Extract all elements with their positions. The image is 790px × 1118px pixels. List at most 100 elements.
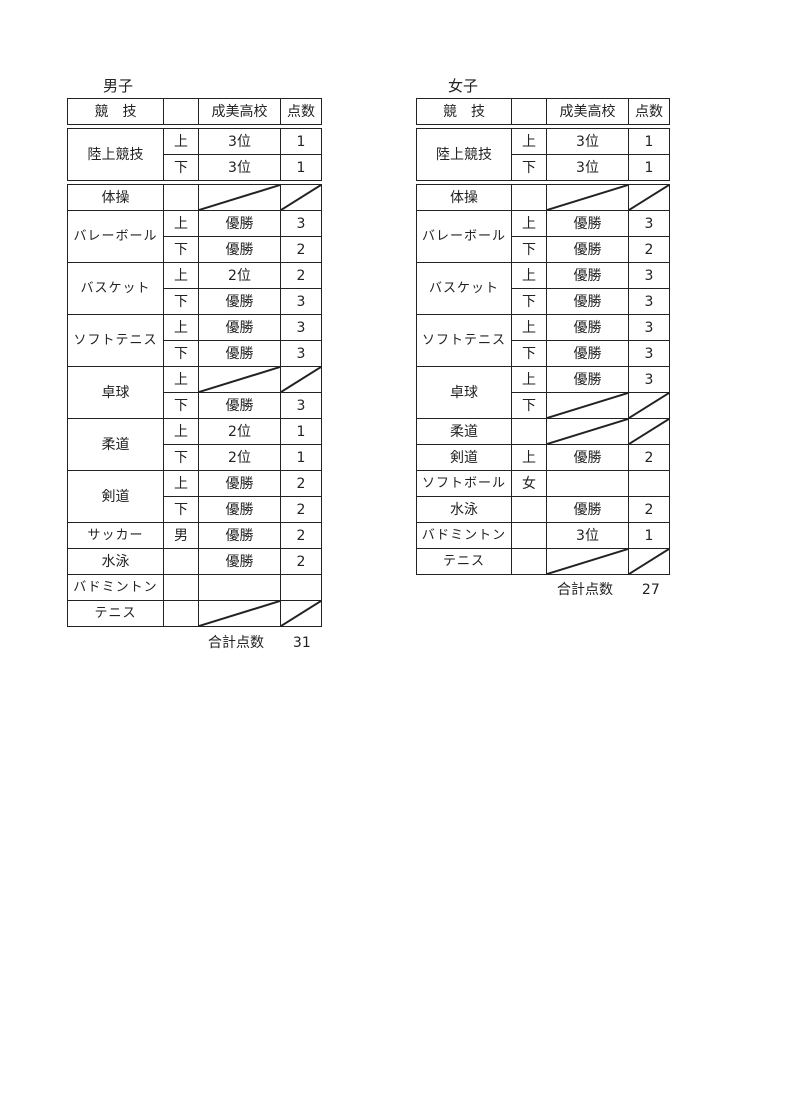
sport-name: 柔道 bbox=[416, 418, 512, 445]
points-cell: 2 bbox=[628, 236, 670, 263]
table-row: バスケット 上 優勝 3 bbox=[416, 262, 670, 315]
result-cell: 優勝 bbox=[198, 210, 281, 237]
sport-name: 陸上競技 bbox=[67, 128, 164, 181]
points-cell bbox=[628, 470, 670, 497]
division-cell: 上 bbox=[163, 210, 199, 237]
points-cell: 3 bbox=[628, 210, 670, 237]
sport-name: 卓球 bbox=[67, 366, 164, 419]
table-row: 水泳 優勝 2 bbox=[416, 496, 670, 523]
points-cell: 1 bbox=[628, 154, 670, 181]
division-cell: 上 bbox=[511, 210, 547, 237]
header-sport: 競 技 bbox=[416, 98, 512, 125]
division-cell: 下 bbox=[163, 496, 199, 523]
table-row: 陸上競技 上 3位 1 bbox=[416, 128, 670, 181]
points-cell: 3 bbox=[628, 288, 670, 315]
empty-slash-cell bbox=[198, 600, 281, 627]
table-row: ソフトテニス 上 優勝 3 bbox=[416, 314, 670, 367]
points-cell: 1 bbox=[280, 444, 322, 471]
points-cell: 3 bbox=[280, 288, 322, 315]
division-cell: 下 bbox=[163, 444, 199, 471]
division-cell bbox=[163, 574, 199, 601]
sport-name: 剣道 bbox=[416, 444, 512, 471]
points-cell: 1 bbox=[280, 418, 322, 445]
result-cell: 優勝 bbox=[198, 470, 281, 497]
empty-slash-cell bbox=[628, 548, 670, 575]
table-row: バドミントン bbox=[67, 574, 322, 601]
table-row: 陸上競技 上 3位 1 bbox=[67, 128, 322, 181]
empty-slash-cell bbox=[628, 184, 670, 211]
result-cell bbox=[546, 470, 629, 497]
division-cell bbox=[511, 522, 547, 549]
table-row: 柔道 上 2位 1 bbox=[67, 418, 322, 471]
points-cell: 2 bbox=[280, 496, 322, 523]
table-row: 体操 bbox=[416, 184, 670, 211]
result-cell: 2位 bbox=[198, 418, 281, 445]
division-cell: 上 bbox=[163, 314, 199, 341]
sport-name: バドミントン bbox=[67, 574, 164, 601]
sport-name: ソフトテニス bbox=[416, 314, 512, 367]
points-cell: 3 bbox=[628, 314, 670, 341]
empty-slash-cell bbox=[546, 548, 629, 575]
sport-name: 体操 bbox=[67, 184, 164, 211]
table-row: 下 優勝 3 bbox=[417, 340, 670, 367]
result-cell: 2位 bbox=[198, 262, 281, 289]
boys-title: 男子 bbox=[103, 77, 134, 95]
result-cell: 優勝 bbox=[198, 288, 281, 315]
table-row: 下 3位 1 bbox=[68, 154, 322, 181]
header-school: 成美高校 bbox=[546, 98, 629, 125]
division-cell: 上 bbox=[511, 366, 547, 393]
division-cell: 下 bbox=[511, 340, 547, 367]
sport-name: テニス bbox=[416, 548, 512, 575]
table-row: サッカー 男 優勝 2 bbox=[67, 522, 322, 549]
sport-name: サッカー bbox=[67, 522, 164, 549]
division-cell bbox=[163, 600, 199, 627]
division-cell: 下 bbox=[511, 154, 547, 181]
table-row: 下 優勝 3 bbox=[417, 288, 670, 315]
result-cell: 優勝 bbox=[546, 210, 629, 237]
result-cell: 優勝 bbox=[198, 522, 281, 549]
points-cell: 1 bbox=[628, 128, 670, 155]
table-row: バレーボール 上 優勝 3 bbox=[416, 210, 670, 263]
points-cell: 2 bbox=[628, 496, 670, 523]
result-cell: 優勝 bbox=[198, 236, 281, 263]
points-cell: 3 bbox=[280, 210, 322, 237]
result-cell: 優勝 bbox=[546, 288, 629, 315]
empty-slash-cell bbox=[546, 392, 629, 419]
girls-total: 合計点数 27 bbox=[557, 581, 660, 599]
result-cell: 3位 bbox=[546, 522, 629, 549]
header-division bbox=[511, 98, 547, 125]
result-cell: 優勝 bbox=[546, 262, 629, 289]
division-cell: 下 bbox=[511, 288, 547, 315]
sport-name: 水泳 bbox=[67, 548, 164, 575]
empty-slash-cell bbox=[628, 392, 670, 419]
header-points: 点数 bbox=[280, 98, 322, 125]
points-cell: 2 bbox=[280, 548, 322, 575]
table-header-row: 競 技 成美高校 点数 bbox=[67, 98, 322, 125]
division-cell: 上 bbox=[163, 262, 199, 289]
sport-name: バスケット bbox=[416, 262, 512, 315]
sport-name: ソフトテニス bbox=[67, 314, 164, 367]
result-cell bbox=[198, 574, 281, 601]
division-cell bbox=[163, 548, 199, 575]
table-row: 水泳 優勝 2 bbox=[67, 548, 322, 575]
points-cell: 3 bbox=[280, 340, 322, 367]
table-row: 下 bbox=[417, 392, 670, 419]
table-row: テニス bbox=[67, 600, 322, 627]
sport-name: バスケット bbox=[67, 262, 164, 315]
sport-name: 卓球 bbox=[416, 366, 512, 419]
result-cell: 2位 bbox=[198, 444, 281, 471]
sport-name: バドミントン bbox=[416, 522, 512, 549]
points-cell bbox=[280, 574, 322, 601]
points-cell: 2 bbox=[280, 470, 322, 497]
division-cell: 下 bbox=[163, 154, 199, 181]
table-row: ソフトボール 女 bbox=[416, 470, 670, 497]
sport-name: テニス bbox=[67, 600, 164, 627]
result-cell: 優勝 bbox=[546, 496, 629, 523]
result-cell: 優勝 bbox=[546, 340, 629, 367]
division-cell bbox=[511, 496, 547, 523]
empty-slash-cell bbox=[546, 184, 629, 211]
table-row: バレーボール 上 優勝 3 bbox=[67, 210, 322, 263]
division-cell: 下 bbox=[163, 340, 199, 367]
points-cell: 3 bbox=[628, 262, 670, 289]
result-cell: 優勝 bbox=[198, 314, 281, 341]
